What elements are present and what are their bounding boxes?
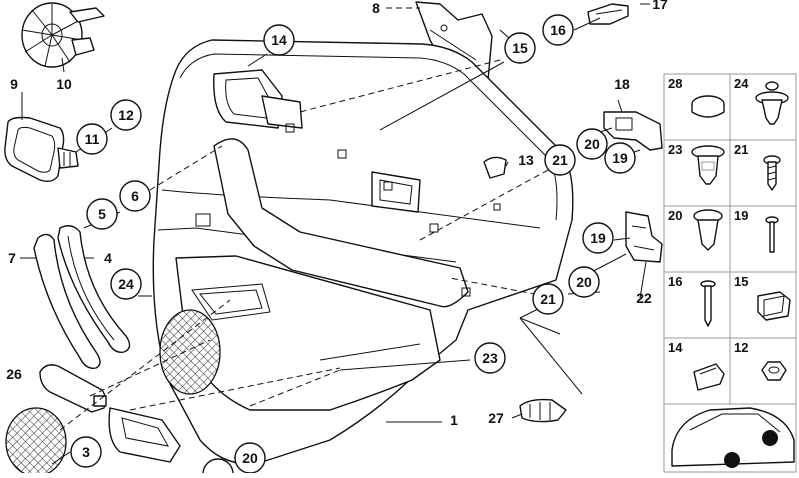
svg-text:15: 15 bbox=[734, 274, 748, 289]
svg-text:23: 23 bbox=[482, 350, 498, 366]
callout-19b: 19 bbox=[582, 222, 614, 254]
svg-text:12: 12 bbox=[734, 340, 748, 355]
svg-text:16: 16 bbox=[668, 274, 682, 289]
callout-16: 16 bbox=[542, 14, 574, 46]
label-9: 9 bbox=[10, 76, 18, 92]
svg-text:21: 21 bbox=[734, 142, 748, 157]
label-22: 22 bbox=[636, 290, 652, 306]
svg-text:28: 28 bbox=[668, 76, 682, 91]
bracket-18-part bbox=[603, 111, 663, 151]
svg-text:24: 24 bbox=[734, 76, 749, 91]
callout-20c: 20 bbox=[234, 442, 266, 474]
square-nut-icon bbox=[757, 291, 791, 321]
hex-nut-icon bbox=[761, 361, 787, 381]
callout-19a: 19 bbox=[604, 142, 636, 174]
grid-cell-12: 12 bbox=[729, 337, 797, 405]
storage-box-part bbox=[108, 407, 181, 463]
speaker-grille-left bbox=[5, 407, 67, 477]
grid-cell-16: 16 bbox=[663, 271, 731, 339]
grid-cell-28: 28 bbox=[663, 73, 731, 141]
lamp-26-part bbox=[39, 364, 107, 413]
leader-lines bbox=[20, 3, 650, 465]
grid-cell-20: 20 bbox=[663, 205, 731, 273]
svg-text:5: 5 bbox=[98, 206, 106, 222]
callout-21a: 21 bbox=[544, 144, 576, 176]
svg-text:20: 20 bbox=[576, 274, 592, 290]
grid-cell-24: 24 bbox=[729, 73, 797, 141]
svg-text:21: 21 bbox=[552, 152, 568, 168]
callout-11: 11 bbox=[76, 123, 108, 155]
svg-text:16: 16 bbox=[550, 22, 566, 38]
long-screw-icon bbox=[700, 280, 716, 327]
label-10: 10 bbox=[56, 76, 72, 92]
clip-icon bbox=[693, 209, 723, 251]
clip-bracket-icon bbox=[693, 363, 725, 391]
grid-cell-19: 19 bbox=[729, 205, 797, 273]
svg-text:15: 15 bbox=[512, 40, 528, 56]
svg-text:14: 14 bbox=[668, 340, 683, 355]
clip-13-part bbox=[483, 156, 507, 179]
callout-6: 6 bbox=[119, 180, 151, 212]
grid-cell-23: 23 bbox=[663, 139, 731, 207]
reflector-27-part bbox=[519, 398, 567, 423]
push-rivet-icon bbox=[755, 81, 789, 125]
svg-text:23: 23 bbox=[668, 142, 682, 157]
callout-15: 15 bbox=[504, 32, 536, 64]
label-8: 8 bbox=[372, 0, 380, 16]
svg-text:21: 21 bbox=[540, 291, 556, 307]
callout-3: 3 bbox=[70, 436, 102, 468]
svg-text:24: 24 bbox=[118, 276, 134, 292]
speaker-grille-door bbox=[159, 309, 221, 395]
svg-text:20: 20 bbox=[668, 208, 682, 223]
callout-12: 12 bbox=[110, 99, 142, 131]
label-13: 13 bbox=[518, 152, 534, 168]
callout-20a: 20 bbox=[576, 128, 608, 160]
callout-24: 24 bbox=[110, 268, 142, 300]
svg-text:20: 20 bbox=[242, 450, 258, 466]
grid-cell-15: 15 bbox=[729, 271, 797, 339]
svg-text:6: 6 bbox=[131, 188, 139, 204]
label-1: 1 bbox=[450, 412, 458, 428]
svg-text:12: 12 bbox=[118, 107, 134, 123]
plug-cap-icon bbox=[691, 95, 725, 118]
door-panel-part bbox=[152, 39, 574, 465]
label-4: 4 bbox=[104, 250, 112, 266]
trim-strip-part bbox=[33, 225, 131, 369]
callout-14: 14 bbox=[263, 24, 295, 56]
grid-cell-14: 14 bbox=[663, 337, 731, 405]
svg-text:3: 3 bbox=[82, 444, 90, 460]
callout-23: 23 bbox=[474, 342, 506, 374]
svg-text:14: 14 bbox=[271, 32, 287, 48]
grid-cell-21: 21 bbox=[729, 139, 797, 207]
callout-20b: 20 bbox=[568, 266, 600, 298]
svg-text:19: 19 bbox=[734, 208, 748, 223]
bracket-22-part bbox=[625, 211, 663, 263]
callout-21b: 21 bbox=[532, 283, 564, 315]
svg-text:11: 11 bbox=[85, 131, 100, 147]
car-locator-icon bbox=[663, 403, 797, 473]
screw-icon bbox=[763, 155, 781, 191]
label-27: 27 bbox=[488, 410, 504, 426]
label-26: 26 bbox=[6, 366, 22, 382]
callout-5: 5 bbox=[86, 198, 118, 230]
svg-text:19: 19 bbox=[590, 230, 606, 246]
label-17: 17 bbox=[652, 0, 668, 12]
speaker-part bbox=[21, 2, 105, 68]
label-7: 7 bbox=[8, 250, 16, 266]
expanding-rivet-icon bbox=[691, 145, 725, 185]
handle-part bbox=[4, 116, 79, 183]
label-18: 18 bbox=[614, 76, 630, 92]
svg-text:19: 19 bbox=[612, 150, 628, 166]
svg-text:20: 20 bbox=[584, 136, 600, 152]
pin-icon bbox=[765, 216, 779, 253]
